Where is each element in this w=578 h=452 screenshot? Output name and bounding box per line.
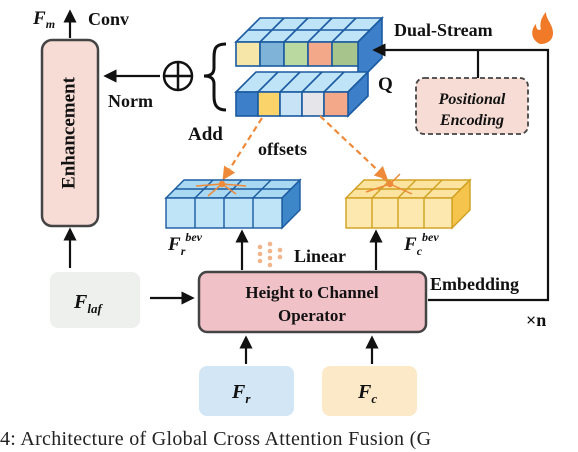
f-c-bev-label: Fcbev xyxy=(403,230,439,258)
f-c-box xyxy=(322,366,417,416)
dual-stream-label: Dual-Stream xyxy=(394,20,493,40)
query-cubes-top xyxy=(234,16,384,84)
brace-icon xyxy=(203,42,227,112)
times-n-label: ×n xyxy=(526,310,546,330)
embedding-label: Embedding xyxy=(430,274,519,294)
add-label: Add xyxy=(188,124,223,145)
conv-label: Conv xyxy=(88,9,129,29)
flame-icon xyxy=(532,12,553,44)
linear-label: Linear xyxy=(294,246,346,266)
enhancement-box xyxy=(40,38,100,228)
f-laf-label: Flaf xyxy=(73,291,103,316)
enhancement-label: Enhancement xyxy=(58,76,79,189)
linear-layer-icon xyxy=(257,241,283,268)
camera-bev-grid xyxy=(344,178,472,230)
query-cubes-bottom xyxy=(234,70,370,118)
radar-bev-grid xyxy=(164,178,302,230)
positional-label-2: Encoding xyxy=(439,112,504,129)
radar-sample-points xyxy=(195,180,247,197)
positional-encoding-box xyxy=(415,77,529,135)
offset-arrow-camera xyxy=(319,115,388,180)
height-to-channel-operator-box xyxy=(197,270,428,334)
figure-caption: 4: Architecture of Global Cross Attentio… xyxy=(0,428,432,450)
offsets-label: offsets xyxy=(258,139,307,159)
camera-sample-points xyxy=(365,173,413,195)
operator-label-2: Operator xyxy=(278,306,346,325)
f-r-box xyxy=(199,366,294,416)
f-m-label: Fm xyxy=(32,8,55,31)
offset-arrow-radar xyxy=(222,117,263,181)
f-c-label: Fc xyxy=(357,381,377,406)
norm-label: Norm xyxy=(108,91,153,111)
operator-label-1: Height to Channel xyxy=(245,283,378,302)
f-r-label: Fr xyxy=(231,381,251,406)
f-r-bev-label: Frbev xyxy=(167,230,203,258)
f-laf-box xyxy=(50,272,140,328)
loop-line xyxy=(372,43,550,302)
positional-label-1: Positional xyxy=(438,91,506,108)
plus-circle-icon xyxy=(162,60,194,92)
q-label: Q xyxy=(378,74,393,95)
